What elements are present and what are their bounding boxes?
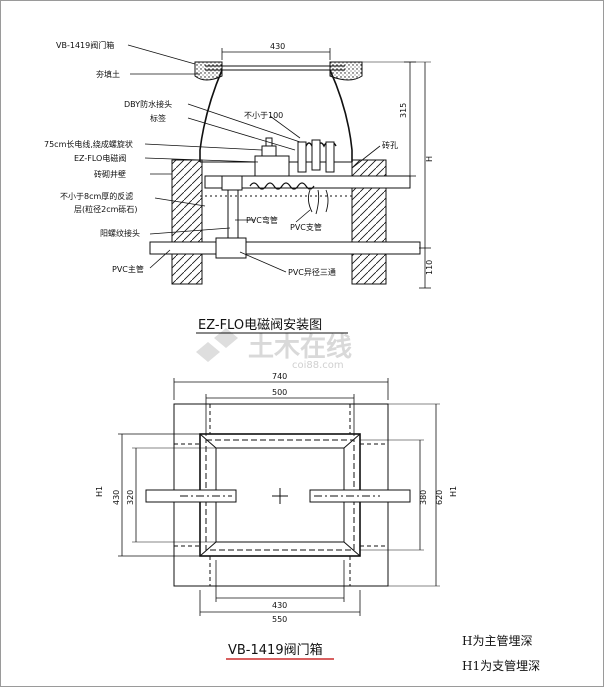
label-valve-box: VB-1419阀门箱	[56, 40, 114, 50]
ez-flo-valve	[254, 155, 290, 177]
dim-left-320: 320	[126, 490, 135, 505]
label-pvc-elbow: PVC弯管	[246, 215, 278, 225]
label-pvc-branch: PVC支管	[290, 222, 322, 232]
label-tag: 标签	[150, 113, 166, 123]
label-gravel-1: 不小于8cm厚的反滤	[60, 191, 133, 201]
title-valve-box: VB-1419阀门箱	[228, 642, 323, 658]
pvc-main-pipe	[149, 241, 421, 255]
label-dby-connector: DBY防水接头	[124, 99, 172, 109]
dim-740: 740	[272, 372, 287, 381]
label-min-100: 不小于100	[244, 111, 283, 120]
coiled-wire	[249, 182, 315, 190]
backfill-right	[329, 61, 363, 81]
label-backfill: 夯填土	[96, 69, 120, 79]
valve-box-wall	[199, 69, 223, 162]
label-pvc-main: PVC主管	[112, 264, 144, 274]
label-brick-hole: 砖孔	[382, 140, 398, 150]
dim-h: H	[425, 156, 434, 162]
dim-h1-right: H1	[449, 486, 458, 497]
dim-top-width: 430	[270, 42, 285, 51]
dim-h1-left: H1	[95, 486, 104, 497]
reducing-tee	[215, 237, 247, 259]
brick-wall-left	[171, 159, 203, 243]
label-reducing-tee: PVC异径三通	[288, 267, 336, 277]
note-h: H为主管埋深	[462, 633, 532, 648]
label-male-adapter: 阳螺纹接头	[100, 228, 140, 238]
dim-right-620: 620	[435, 490, 444, 505]
dim-110: 110	[425, 260, 434, 275]
label-ez-flo: EZ-FLO电磁阀	[74, 153, 126, 163]
label-wire: 75cm长电线,绕成螺旋状	[44, 139, 133, 149]
label-gravel-2: 层(粒径2cm砾石)	[74, 204, 138, 214]
dim-bottom-550: 550	[272, 615, 287, 624]
plan-pipe-right	[309, 489, 411, 503]
dim-right-380: 380	[419, 490, 428, 505]
watermark-url: coi88.com	[292, 360, 344, 371]
title-installation: EZ-FLO电磁阀安装图	[198, 318, 322, 333]
watermark-text: 土木在线	[248, 333, 352, 363]
dim-315: 315	[399, 103, 408, 118]
elevation-view	[127, 44, 431, 289]
brick-wall-right	[351, 159, 387, 243]
dim-500: 500	[272, 388, 287, 397]
watermark: 土木在线 coi88.com	[196, 328, 352, 371]
backfill-left	[194, 61, 223, 81]
label-brick-wall: 砖砌井壁	[94, 169, 126, 179]
note-h1: H1为支管埋深	[462, 658, 540, 673]
plan-view	[118, 378, 440, 616]
dim-left-430: 430	[112, 490, 121, 505]
dim-bottom-430: 430	[272, 601, 287, 610]
